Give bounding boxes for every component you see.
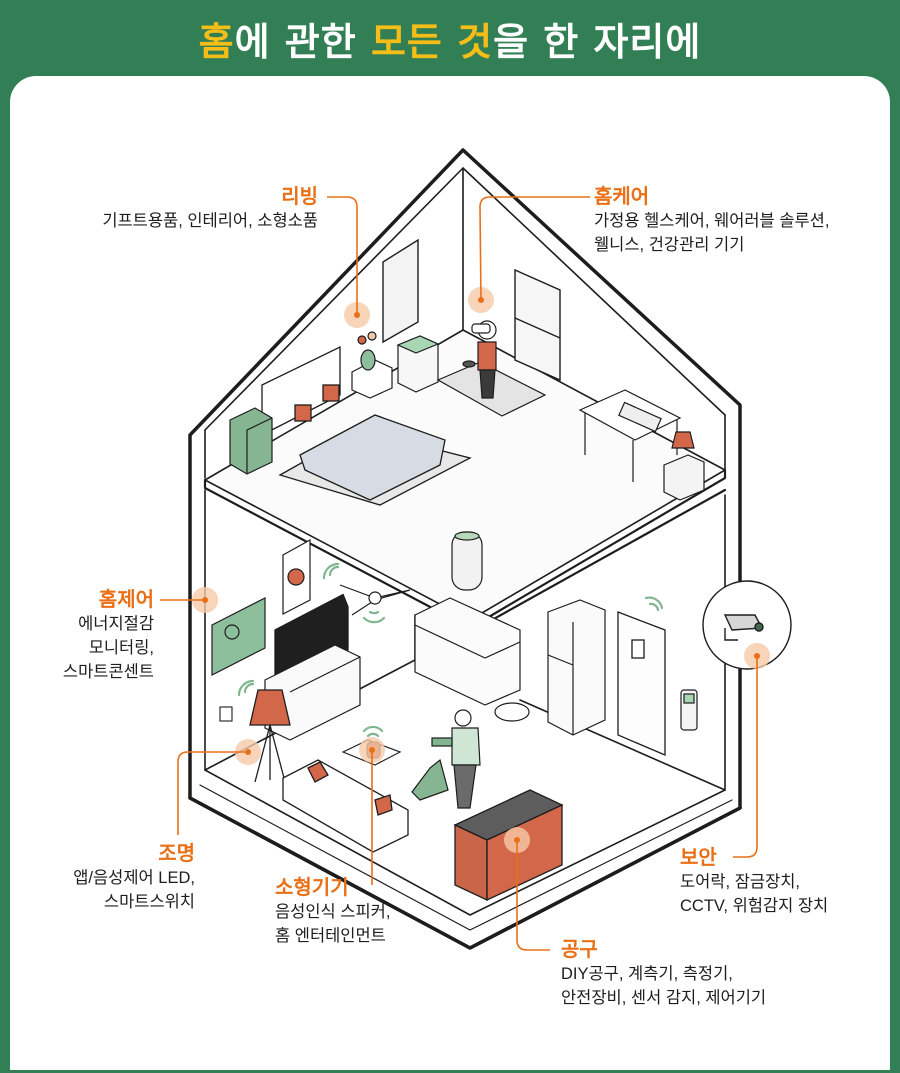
category-heading: 공구 [561,939,598,961]
category-desc: 기프트용품, 인테리어, 소형소품 [102,212,318,230]
category-desc: 홈 엔터테인먼트 [275,927,386,945]
tool-cart-icon [453,789,564,902]
floor-lamp-icon [249,689,291,783]
page-title: 홈 에 관한 모든 것 을 한 자리에 [0,0,900,76]
door-lock-icon [680,689,698,731]
category-security: 보안 도어락, 잠금장치, CCTV, 위험감지 장치 [680,846,880,918]
cctv-bubble [702,580,792,670]
category-desc: 모니터링, [88,639,154,657]
air-purifier-small-icon [451,531,483,591]
category-desc: 스마트콘센트 [62,663,154,681]
refrigerator-icon [547,599,606,736]
lower-floor [204,769,726,916]
category-desc: 안전장비, 센서 감지, 제어기기 [561,989,767,1007]
category-homecare: 홈케어 가정용 헬스케어, 웨어러블 솔루션, 웰니스, 건강관리 기기 [594,185,874,257]
dehumidifier-icon [229,407,273,475]
ceiling-fan-icon [339,584,411,616]
vr-headset-person-icon [436,320,547,417]
category-heading: 보안 [680,847,717,869]
smart-panel-icon [211,597,266,676]
window-icon [514,268,561,382]
title-seg-1: 홈 [198,19,235,64]
category-desc: 도어락, 잠금장치, [680,873,801,891]
wall-outlet-icon [219,706,233,722]
category-desc: CCTV, 위험감지 장치 [680,897,829,915]
leader-lines [160,196,758,951]
category-desc: 가정용 헬스케어, 웨어러블 솔루션, [594,212,830,230]
wifi-signal-icon [237,562,664,738]
roof-inner [204,167,726,479]
category-homecontrol: 홈제어 에너지절감 모니터링, 스마트콘센트 [30,588,154,684]
category-heading: 홈제어 [98,589,154,611]
title-seg-3: 모든 것 [370,19,494,64]
category-heading: 홈케어 [594,186,650,208]
category-heading: 소형기기 [275,877,349,899]
kitchen-counter-icon [414,597,521,706]
category-desc: 음성인식 스피커, [275,903,391,921]
person-drill-icon [431,709,481,809]
category-desc: DIY공구, 계측기, 측정기, [561,965,733,983]
category-small-appliance: 소형기기 음성인식 스피커, 홈 엔터테인먼트 [275,876,455,948]
sofa-icon [282,759,409,853]
desk-icon [578,389,682,482]
category-living: 리빙 기프트용품, 인테리어, 소형소품 [60,185,318,233]
tv-icon [274,590,349,690]
title-seg-2: 에 관한 [234,19,371,64]
category-desc: 스마트스위치 [103,893,195,911]
category-tools: 공구 DIY공구, 계측기, 측정기, 안전장비, 센서 감지, 제어기기 [561,938,821,1010]
mirror-icon [382,238,419,344]
cctv-camera-icon [723,614,764,641]
bed-icon [261,345,472,506]
wall-art-icon [282,538,311,615]
air-purifier-icon [396,335,440,393]
category-heading: 리빙 [281,186,318,208]
category-desc: 앱/음성제어 LED, [73,869,195,887]
robot-vacuum-icon [494,702,530,722]
door-icon [617,611,666,756]
category-heading: 조명 [158,843,195,865]
table-lamp-icon [663,431,705,501]
fireplace-cabinet-icon [264,644,361,741]
category-desc: 웰니스, 건강관리 기기 [594,236,745,254]
vase-icon [351,331,393,399]
vacuum-icon [411,758,449,801]
category-desc: 에너지절감 [78,615,154,633]
title-seg-4: 을 한 자리에 [493,19,702,64]
category-lighting: 조명 앱/음성제어 LED, 스마트스위치 [30,842,195,914]
